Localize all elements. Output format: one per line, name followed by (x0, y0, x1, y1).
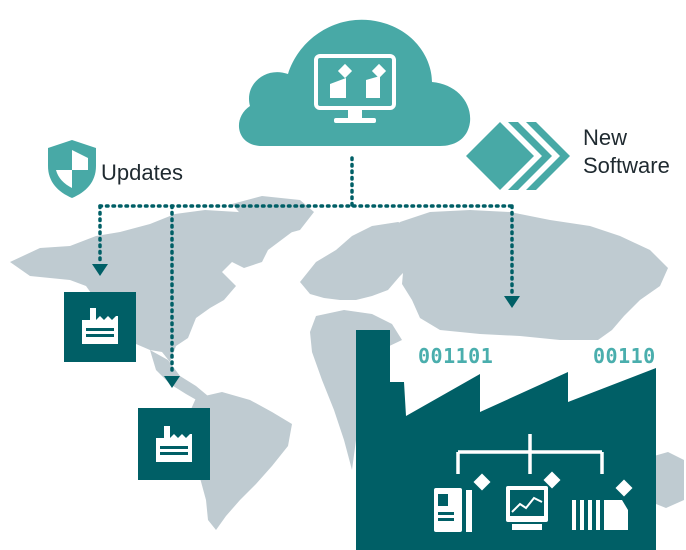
machine-connectors (456, 434, 604, 474)
arrow-heads (92, 264, 520, 388)
distribution-path (98, 156, 514, 376)
main-factory (356, 330, 656, 550)
binary-code-2: 00110 (593, 344, 656, 368)
arrow-head-2 (164, 376, 180, 388)
map-south-america (188, 392, 292, 530)
chevron-stack-icon (466, 122, 570, 190)
arrow-head-3 (504, 296, 520, 308)
arrow-head-1 (92, 264, 108, 276)
monitor-chart-icon (506, 471, 561, 530)
conveyor-icon (572, 479, 633, 530)
updates-label: Updates (101, 160, 183, 185)
small-factory-1 (64, 292, 136, 362)
new-software-label-line1: New (583, 125, 628, 150)
map-north-america (10, 210, 300, 362)
binary-code-1: 001101 (418, 344, 494, 368)
shield-icon (48, 140, 96, 198)
small-factory-2 (138, 408, 210, 480)
new-software-label: New Software (583, 124, 683, 180)
cloud-with-monitor-icon (238, 19, 471, 147)
machine-cabinet-icon (434, 473, 491, 532)
map-europe (300, 222, 424, 300)
map-asia (400, 210, 668, 340)
new-software-label-line2: Software (583, 153, 670, 178)
